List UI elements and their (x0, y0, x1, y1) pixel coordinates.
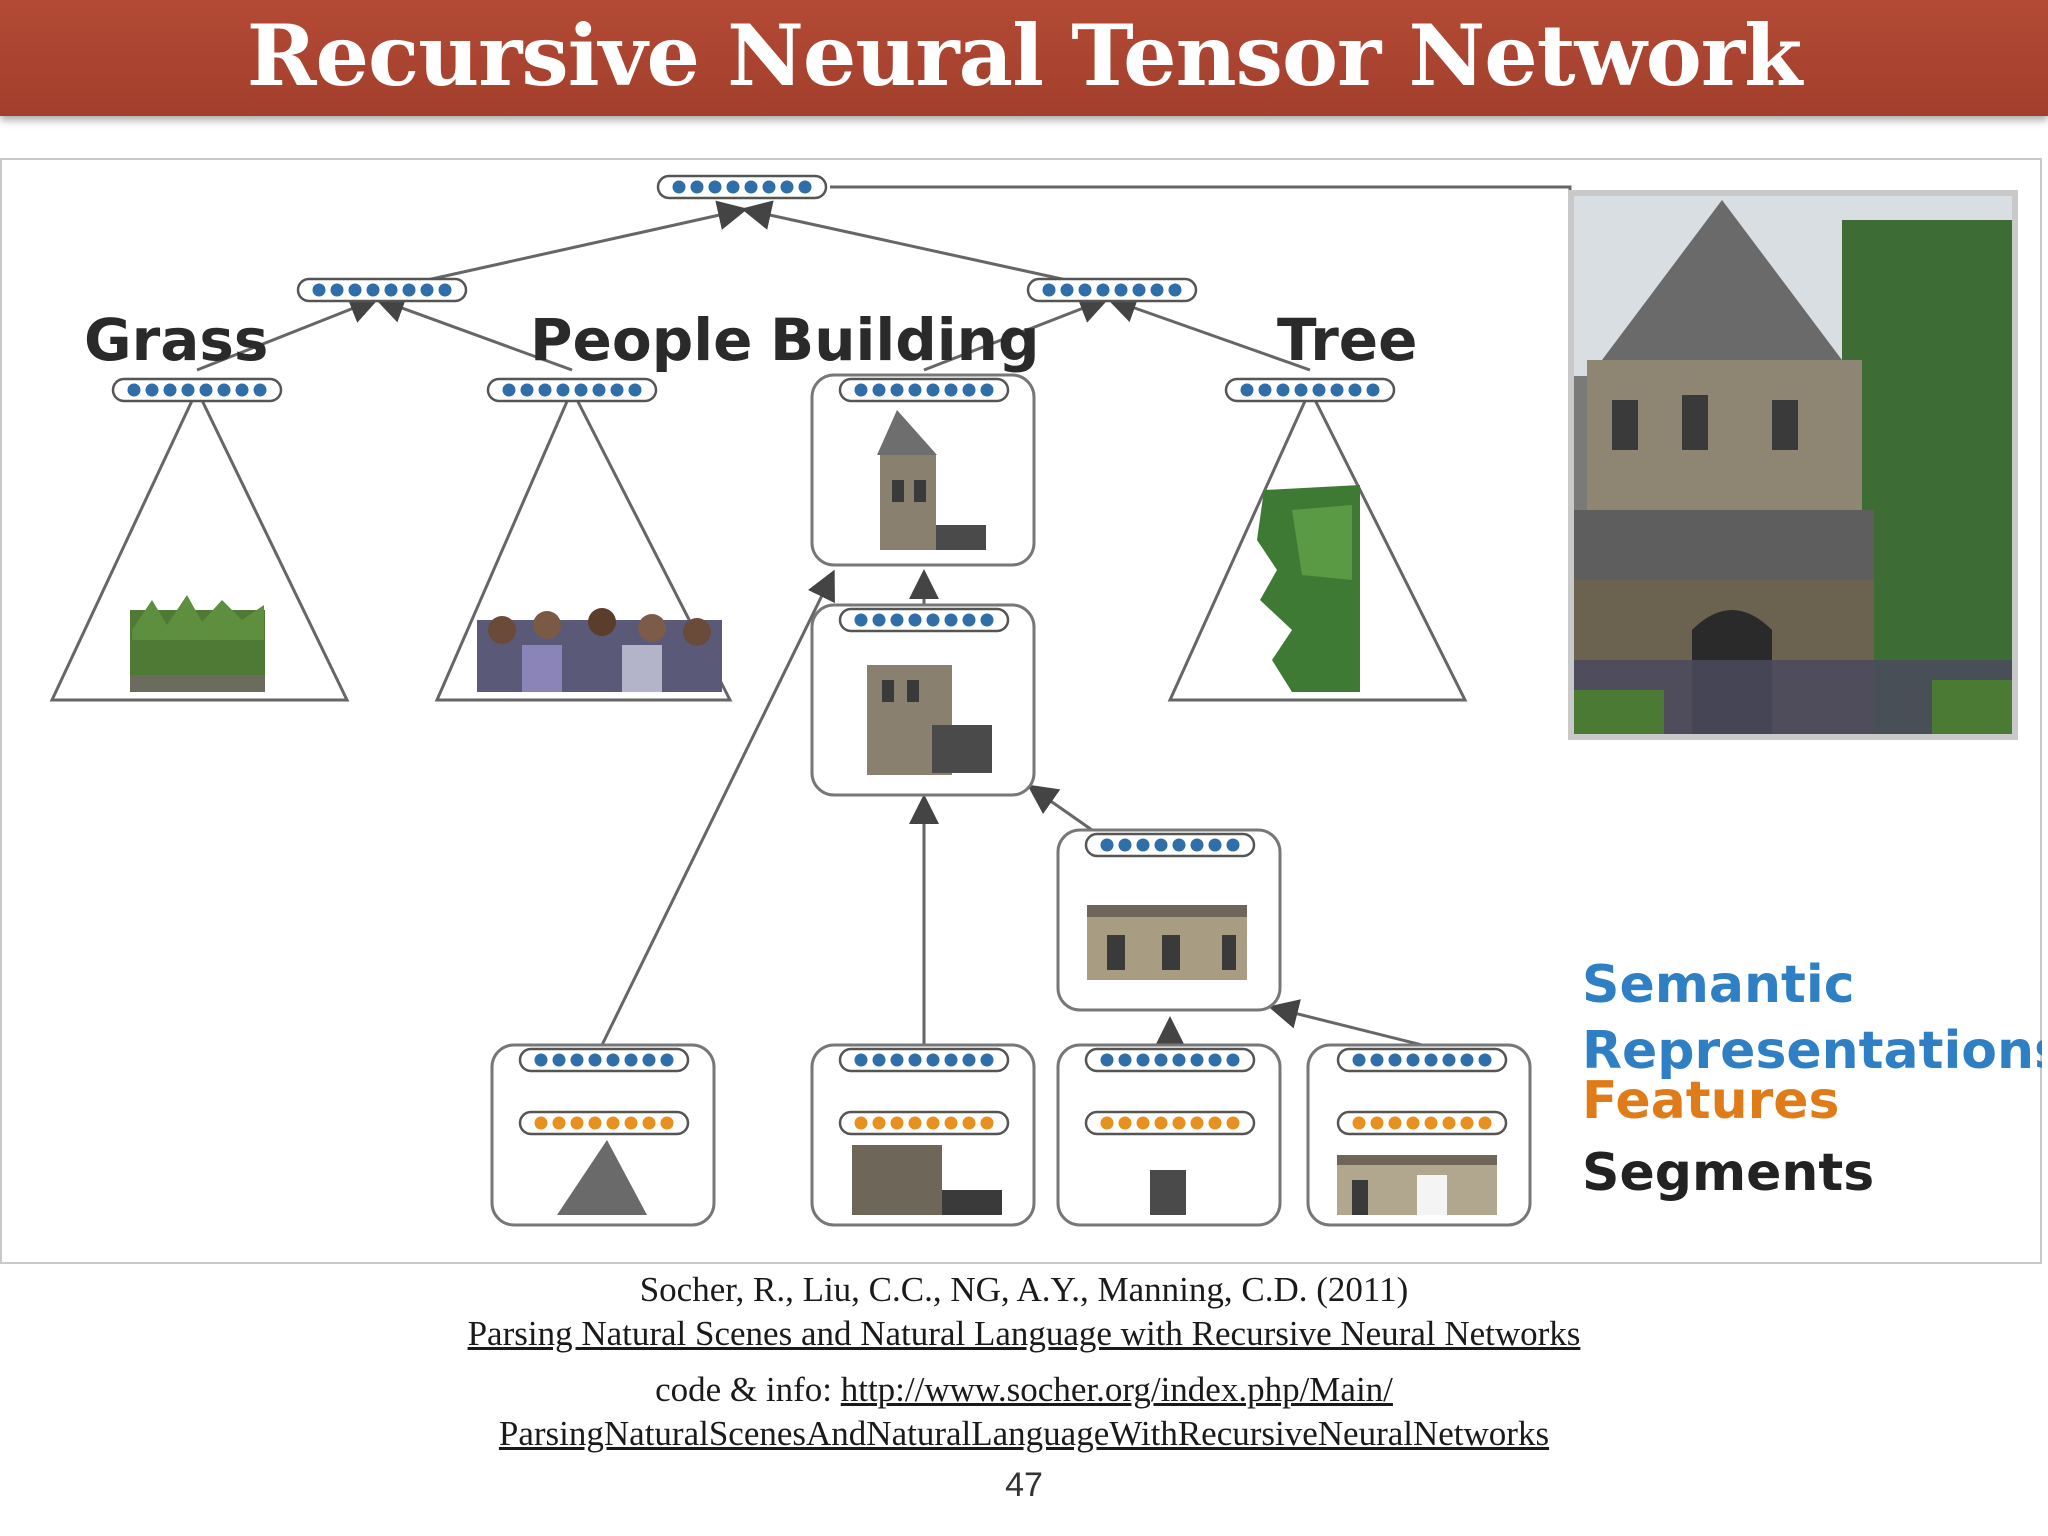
citation-block: Socher, R., Liu, C.C., NG, A.Y., Manning… (0, 1268, 2048, 1456)
semantic-node (1026, 277, 1198, 303)
semantic-node (838, 377, 1010, 403)
roof-segment-image (557, 1140, 647, 1215)
semantic-node (296, 277, 468, 303)
people-segment-image (477, 608, 722, 692)
semantic-node (486, 377, 658, 403)
feature-node (1084, 1110, 1256, 1136)
parse-tree-diagram: Grass People Building Tree Semantic Repr… (49, 174, 2042, 1227)
legend-segments: Segments (1582, 1143, 1874, 1203)
feature-vector-nodes (518, 1110, 1508, 1136)
building-lower-segment-image (867, 665, 992, 775)
semantic-vector-nodes (111, 174, 1508, 1073)
feature-node (838, 1110, 1010, 1136)
region-boxes (490, 373, 1532, 1227)
semantic-node (656, 174, 828, 200)
legend-semantic: Semantic (1582, 955, 1855, 1015)
code-info-line: code & info: http://www.socher.org/index… (0, 1368, 2048, 1412)
segment-triangles (49, 386, 1468, 702)
semantic-node (838, 607, 1010, 633)
title-bar: Recursive Neural Tensor Network (0, 0, 2048, 116)
feature-node (1336, 1110, 1508, 1136)
legend-representations: Representations (1582, 1021, 2042, 1081)
arches-segment-image (1337, 1155, 1497, 1215)
source-photo (1568, 190, 2018, 740)
building-ring-segment-image (1087, 905, 1247, 980)
code-info-prefix: code & info: (655, 1370, 841, 1409)
semantic-node (111, 377, 283, 403)
semantic-node (1084, 1047, 1256, 1073)
semantic-node (1224, 377, 1396, 403)
url-link-line2[interactable]: ParsingNaturalScenesAndNaturalLanguageWi… (498, 1414, 1550, 1453)
semantic-node (1084, 832, 1256, 858)
paper-title-link[interactable]: Parsing Natural Scenes and Natural Langu… (467, 1314, 1581, 1353)
semantic-node (838, 1047, 1010, 1073)
label-grass: Grass (84, 306, 268, 374)
slide-title: Recursive Neural Tensor Network (246, 5, 1803, 105)
citation-authors: Socher, R., Liu, C.C., NG, A.Y., Manning… (639, 1270, 1409, 1309)
semantic-node (518, 1047, 690, 1073)
legend-features: Features (1582, 1071, 1840, 1131)
label-people: People (530, 306, 752, 374)
tree-segment-image (1257, 485, 1360, 692)
window-segment-image (1150, 1170, 1186, 1215)
feature-node (518, 1110, 690, 1136)
label-tree: Tree (1277, 306, 1417, 374)
grass-segment-image (130, 595, 265, 692)
url-link-line1[interactable]: http://www.socher.org/index.php/Main/ (840, 1370, 1393, 1409)
diagram-frame: Grass People Building Tree Semantic Repr… (0, 158, 2042, 1264)
label-building: Building (770, 306, 1039, 374)
semantic-node (1336, 1047, 1508, 1073)
segment-images (130, 410, 1497, 1215)
wall-segment-image (852, 1145, 1002, 1215)
page-number: 47 (1005, 1466, 1043, 1504)
building-segment-image (877, 410, 986, 550)
legend: Semantic Representations Features Segmen… (1582, 955, 2042, 1203)
